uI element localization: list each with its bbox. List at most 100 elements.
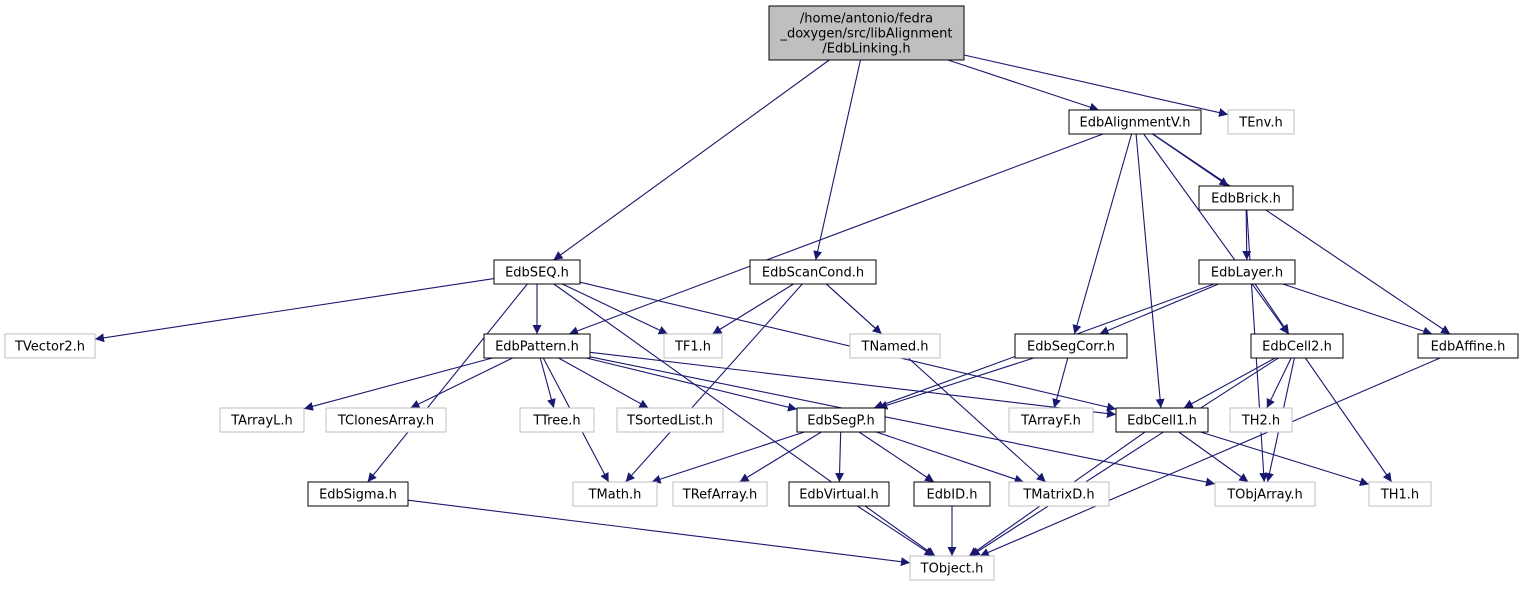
node-label: EdbPattern.h — [495, 340, 579, 355]
node-segp[interactable]: EdbSegP.h — [796, 407, 886, 433]
edge-layer-to-affine — [1282, 283, 1433, 336]
edge-segcorr-to-segp — [878, 357, 1034, 410]
node-tf1[interactable]: TF1.h — [663, 333, 723, 359]
node-box — [768, 5, 965, 61]
node-alignv[interactable]: EdbAlignmentV.h — [1068, 109, 1202, 135]
node-label: EdbSEQ.h — [505, 266, 569, 281]
edge-alignv-to-affine — [1152, 133, 1451, 335]
edge-pattern-to-cell1 — [589, 351, 1117, 418]
edge-seq-to-cell1 — [579, 281, 1117, 412]
node-tmatrixd[interactable]: TMatrixD.h — [1008, 481, 1110, 507]
node-label: EdbLayer.h — [1211, 266, 1283, 281]
node-segcorr[interactable]: EdbSegCorr.h — [1014, 333, 1128, 359]
node-tarrayf[interactable]: TArrayF.h — [1008, 407, 1094, 433]
node-tnamed[interactable]: TNamed.h — [849, 333, 941, 359]
node-box — [1008, 407, 1094, 433]
node-box — [1014, 333, 1128, 359]
node-box — [788, 481, 890, 507]
node-box — [4, 333, 96, 359]
edge-root-to-tenv — [963, 54, 1229, 117]
node-box — [1068, 109, 1202, 135]
node-tobject[interactable]: TObject.h — [909, 555, 995, 581]
edge-brick-to-layer — [1242, 209, 1252, 261]
edge-scancond-to-tmath — [625, 283, 803, 483]
node-box — [325, 407, 447, 433]
node-cell1[interactable]: EdbCell1.h — [1115, 407, 1209, 433]
node-th1[interactable]: TH1.h — [1368, 481, 1432, 507]
edge-alignv-to-segcorr — [1072, 133, 1133, 335]
node-tclones[interactable]: TClonesArray.h — [325, 407, 447, 433]
edge-pattern-to-ttree — [539, 357, 556, 409]
node-box — [796, 407, 886, 433]
edge-seq-to-sigma — [367, 283, 528, 483]
edge-alignv-to-pattern — [568, 133, 1104, 336]
node-label: TVector2.h — [14, 340, 85, 355]
edges-layer — [94, 54, 1451, 567]
node-label: EdbID.h — [927, 488, 978, 503]
node-box — [572, 481, 658, 507]
node-label: EdbCell2.h — [1262, 340, 1332, 355]
node-label: TRefArray.h — [682, 488, 758, 503]
node-box — [1115, 407, 1209, 433]
edge-scancond-to-tmatrixd — [825, 283, 1047, 483]
edge-layer-to-segcorr — [1099, 283, 1219, 335]
nodes-layer: /home/antonio/fedra_doxygen/src/libAlign… — [4, 5, 1519, 581]
node-box — [1229, 407, 1293, 433]
node-brick[interactable]: EdbBrick.h — [1198, 185, 1294, 211]
node-cell2[interactable]: EdbCell2.h — [1250, 333, 1344, 359]
node-label: EdbSigma.h — [319, 488, 397, 503]
edge-cell2-to-cell1 — [1183, 357, 1276, 409]
node-tobjarray[interactable]: TObjArray.h — [1214, 481, 1316, 507]
node-tvector2[interactable]: TVector2.h — [4, 333, 96, 359]
node-tenv[interactable]: TEnv.h — [1227, 109, 1295, 135]
edge-pattern-to-tobjarray — [589, 356, 1216, 487]
node-ttree[interactable]: TTree.h — [519, 407, 595, 433]
node-tsorted[interactable]: TSortedList.h — [616, 407, 724, 433]
node-pattern[interactable]: EdbPattern.h — [483, 333, 591, 359]
node-label: TNamed.h — [861, 340, 929, 355]
node-affine[interactable]: EdbAffine.h — [1417, 333, 1519, 359]
node-box — [672, 481, 768, 507]
node-box — [616, 407, 724, 433]
node-label: EdbBrick.h — [1211, 192, 1281, 207]
node-box — [1008, 481, 1110, 507]
node-box — [1227, 109, 1295, 135]
node-box — [307, 481, 409, 507]
node-box — [1368, 481, 1432, 507]
node-label: EdbScanCond.h — [762, 266, 864, 281]
node-label: EdbCell1.h — [1127, 414, 1197, 429]
node-label: TEnv.h — [1238, 116, 1282, 131]
node-scancond[interactable]: EdbScanCond.h — [749, 259, 877, 285]
edge-segp-to-tmath — [651, 431, 805, 484]
edge-seq-to-tobject — [553, 283, 936, 557]
node-box — [1198, 185, 1294, 211]
node-box — [519, 407, 595, 433]
node-layer[interactable]: EdbLayer.h — [1198, 259, 1296, 285]
edge-cell1-to-tobjarray — [1178, 431, 1249, 483]
edge-segp-to-edbid — [858, 431, 935, 483]
edge-pattern-to-tsorted — [558, 357, 649, 409]
node-box — [849, 333, 941, 359]
node-label: /home/antonio/fedra — [800, 12, 933, 27]
node-seq[interactable]: EdbSEQ.h — [493, 259, 581, 285]
node-label: TArrayL.h — [230, 414, 293, 429]
node-trefarray[interactable]: TRefArray.h — [672, 481, 768, 507]
node-sigma[interactable]: EdbSigma.h — [307, 481, 409, 507]
node-label: TArrayF.h — [1020, 414, 1081, 429]
node-tmath[interactable]: TMath.h — [572, 481, 658, 507]
node-label: EdbVirtual.h — [799, 488, 879, 503]
node-virtual[interactable]: EdbVirtual.h — [788, 481, 890, 507]
node-th2[interactable]: TH2.h — [1229, 407, 1293, 433]
node-box — [913, 481, 991, 507]
node-tarrayl[interactable]: TArrayL.h — [219, 407, 305, 433]
node-edbid[interactable]: EdbID.h — [913, 481, 991, 507]
edge-pattern-to-segp — [586, 357, 798, 412]
node-box — [493, 259, 581, 285]
edge-cell1-to-th1 — [1200, 431, 1370, 486]
node-box — [483, 333, 591, 359]
node-root[interactable]: /home/antonio/fedra_doxygen/src/libAlign… — [768, 5, 965, 61]
edge-cell2-to-th2 — [1266, 357, 1292, 409]
node-label: EdbSegP.h — [807, 414, 874, 429]
node-label: TClonesArray.h — [337, 414, 434, 429]
edge-segp-to-virtual — [835, 431, 845, 483]
